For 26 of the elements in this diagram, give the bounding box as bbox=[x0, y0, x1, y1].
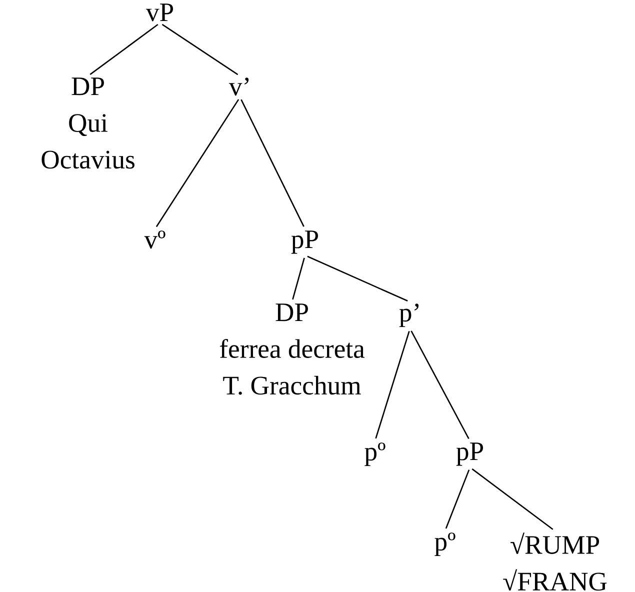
tree-branch bbox=[292, 258, 305, 300]
tree-branch bbox=[410, 330, 470, 439]
category-label: √RUMP bbox=[510, 532, 600, 554]
category-label: DP bbox=[72, 78, 104, 96]
category-label: DP bbox=[276, 304, 308, 322]
category-label: pº bbox=[434, 532, 456, 556]
category-label: p’ bbox=[399, 304, 419, 327]
category-label: Qui bbox=[69, 114, 108, 136]
tree-branch bbox=[240, 99, 304, 227]
tree-branch bbox=[375, 330, 410, 439]
tree-branch bbox=[307, 256, 408, 302]
tree-branch bbox=[162, 24, 238, 76]
category-label: √FRANG bbox=[503, 569, 607, 591]
tree-branch bbox=[445, 470, 470, 529]
category-label: Octavius bbox=[42, 150, 134, 169]
category-label: v’ bbox=[228, 78, 249, 96]
category-label: vº bbox=[144, 230, 166, 249]
category-label: pP bbox=[291, 230, 318, 254]
category-label: pº bbox=[364, 442, 386, 466]
tree-branch bbox=[90, 24, 158, 75]
category-label: vP bbox=[146, 4, 174, 22]
category-label: ferrea decreta bbox=[220, 338, 365, 358]
category-label: pP bbox=[456, 442, 484, 466]
tree-branch bbox=[472, 468, 554, 530]
category-label: T. Gracchum bbox=[223, 376, 361, 395]
tree-branch bbox=[156, 99, 240, 228]
